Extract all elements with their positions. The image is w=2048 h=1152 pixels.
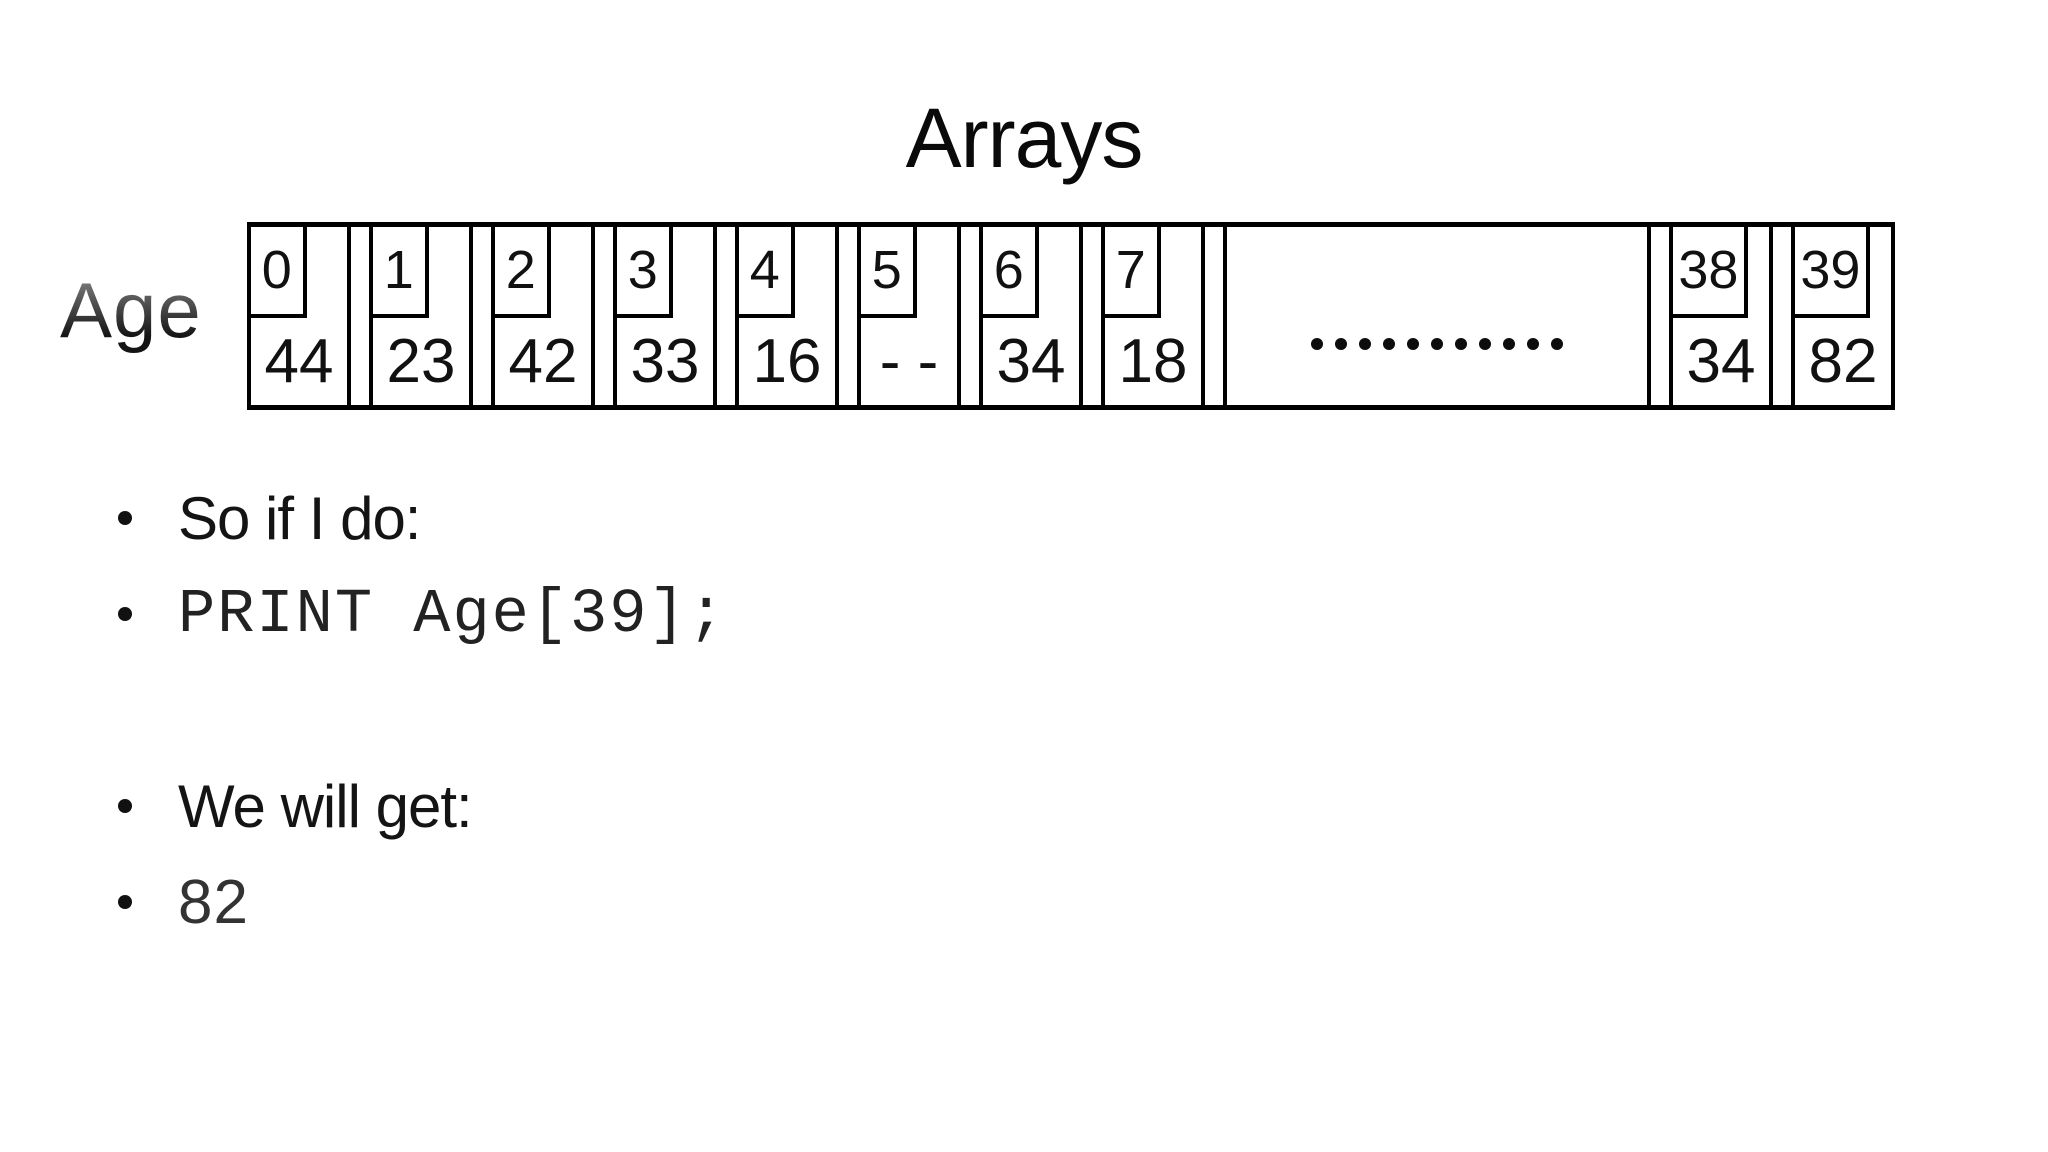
bullet-list: So if I do: PRINT Age[39]; We will get: 82 [118,470,727,950]
ellipsis-dot [1551,338,1563,351]
bullet-row: 82 [118,854,727,950]
bullet-text: We will get: [178,772,473,840]
array-index-box: 5 [857,227,917,318]
array-index-box: 1 [369,227,429,318]
array-index-box: 7 [1101,227,1161,318]
bullet-dot-icon [118,799,132,813]
array-index: 6 [993,240,1024,301]
bullet-text: So if I do: [178,484,421,552]
array-index: 0 [261,240,292,301]
ellipsis-dot [1431,338,1443,351]
array-index: 7 [1115,240,1146,301]
array-index: 4 [749,240,780,301]
array-index-box: 4 [735,227,795,318]
array-index: 3 [627,240,658,301]
array-index-box: 39 [1791,227,1870,318]
ellipsis-dot [1407,338,1419,351]
array-index: 38 [1678,240,1739,301]
ellipsis-dot [1359,338,1371,351]
array-index-box: 0 [247,227,307,318]
array-ellipsis-cell [1223,227,1651,405]
slide-title: Arrays [905,91,1144,185]
array-value: 18 [1118,326,1188,396]
ellipsis-dot [1311,338,1323,351]
array-index-box: 2 [491,227,551,318]
array-value: 42 [508,326,578,396]
array-index: 1 [383,240,414,301]
array-value: 34 [1686,326,1756,396]
array-index-box: 38 [1669,227,1748,318]
bullet-text: 82 [178,867,249,937]
ellipsis-dots [1227,338,1647,351]
array-value: 34 [996,326,1066,396]
array-value: 33 [630,326,700,396]
array-index: 39 [1800,240,1861,301]
array-index: 5 [871,240,902,301]
bullet-row: So if I do: [118,470,727,566]
bullet-dot-icon [118,511,132,525]
bullet-row: We will get: [118,758,727,854]
ellipsis-dot [1479,338,1491,351]
ellipsis-dot [1503,338,1515,351]
array-value: 16 [752,326,822,396]
array-name-label: Age [60,266,202,354]
array-value: - - [879,326,939,396]
bullet-text: PRINT Age[39]; [178,578,727,650]
array-cell: 5 - - [857,227,961,405]
bullet-dot-icon [118,607,132,621]
ellipsis-dot [1383,338,1395,351]
ellipsis-dot [1455,338,1467,351]
array-value: 23 [386,326,456,396]
array-index: 2 [505,240,536,301]
array-index-box: 3 [613,227,673,318]
ellipsis-dot [1335,338,1347,351]
array-index-box: 6 [979,227,1039,318]
array-value: 44 [264,326,334,396]
bullet-dot-icon [118,895,132,909]
ellipsis-dot [1527,338,1539,351]
bullet-row: PRINT Age[39]; [118,566,727,662]
array-value: 82 [1808,326,1878,396]
